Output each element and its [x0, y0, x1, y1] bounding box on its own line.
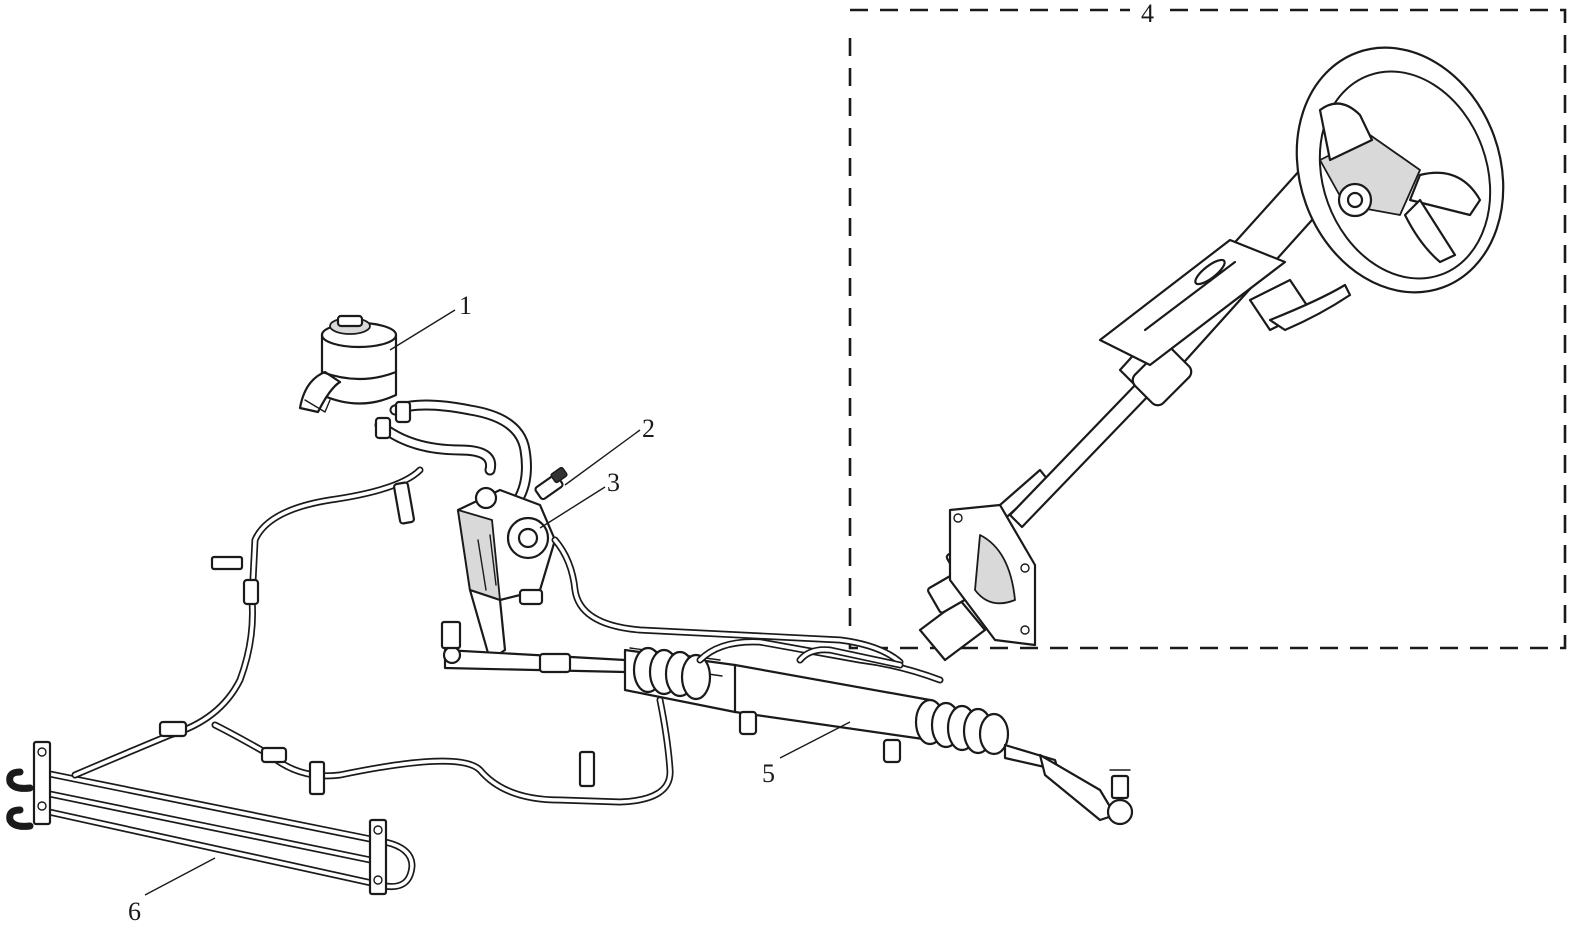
tie-rod-right [1003, 743, 1134, 826]
callout-5: 5 [762, 759, 775, 788]
return-hose [71, 466, 424, 779]
callout-3: 3 [607, 468, 620, 497]
leader-5 [779, 721, 851, 759]
power-steering-pump [456, 486, 557, 662]
power-steering-cooler [6, 740, 416, 896]
callout-2: 2 [642, 414, 655, 443]
column-bracket [1098, 238, 1352, 367]
callout-4: 4 [1141, 0, 1154, 28]
steering-column-boundary [848, 8, 1567, 650]
cooler-bracket-left [32, 740, 52, 826]
rack-boot-left [632, 646, 712, 701]
cooler-bracket-right [368, 818, 388, 896]
supply-hose [374, 399, 532, 506]
leader-lines [144, 309, 851, 896]
firewall-plate [948, 503, 1037, 647]
steering-wheel [1295, 46, 1505, 294]
callout-6: 6 [128, 897, 141, 926]
callouts: 1 2 3 4 5 6 [128, 0, 1154, 926]
fluid-reservoir [298, 314, 398, 414]
pressure-line [551, 536, 904, 666]
cooler-feed-line [211, 696, 674, 806]
pressure-fitting [534, 466, 568, 501]
callout-1: 1 [459, 291, 472, 320]
leader-1 [389, 309, 456, 351]
leader-3 [539, 486, 606, 529]
leader-2 [564, 429, 641, 486]
rack-boot-right [914, 698, 1010, 756]
leader-6 [144, 857, 216, 896]
steering-rack [440, 620, 1010, 764]
